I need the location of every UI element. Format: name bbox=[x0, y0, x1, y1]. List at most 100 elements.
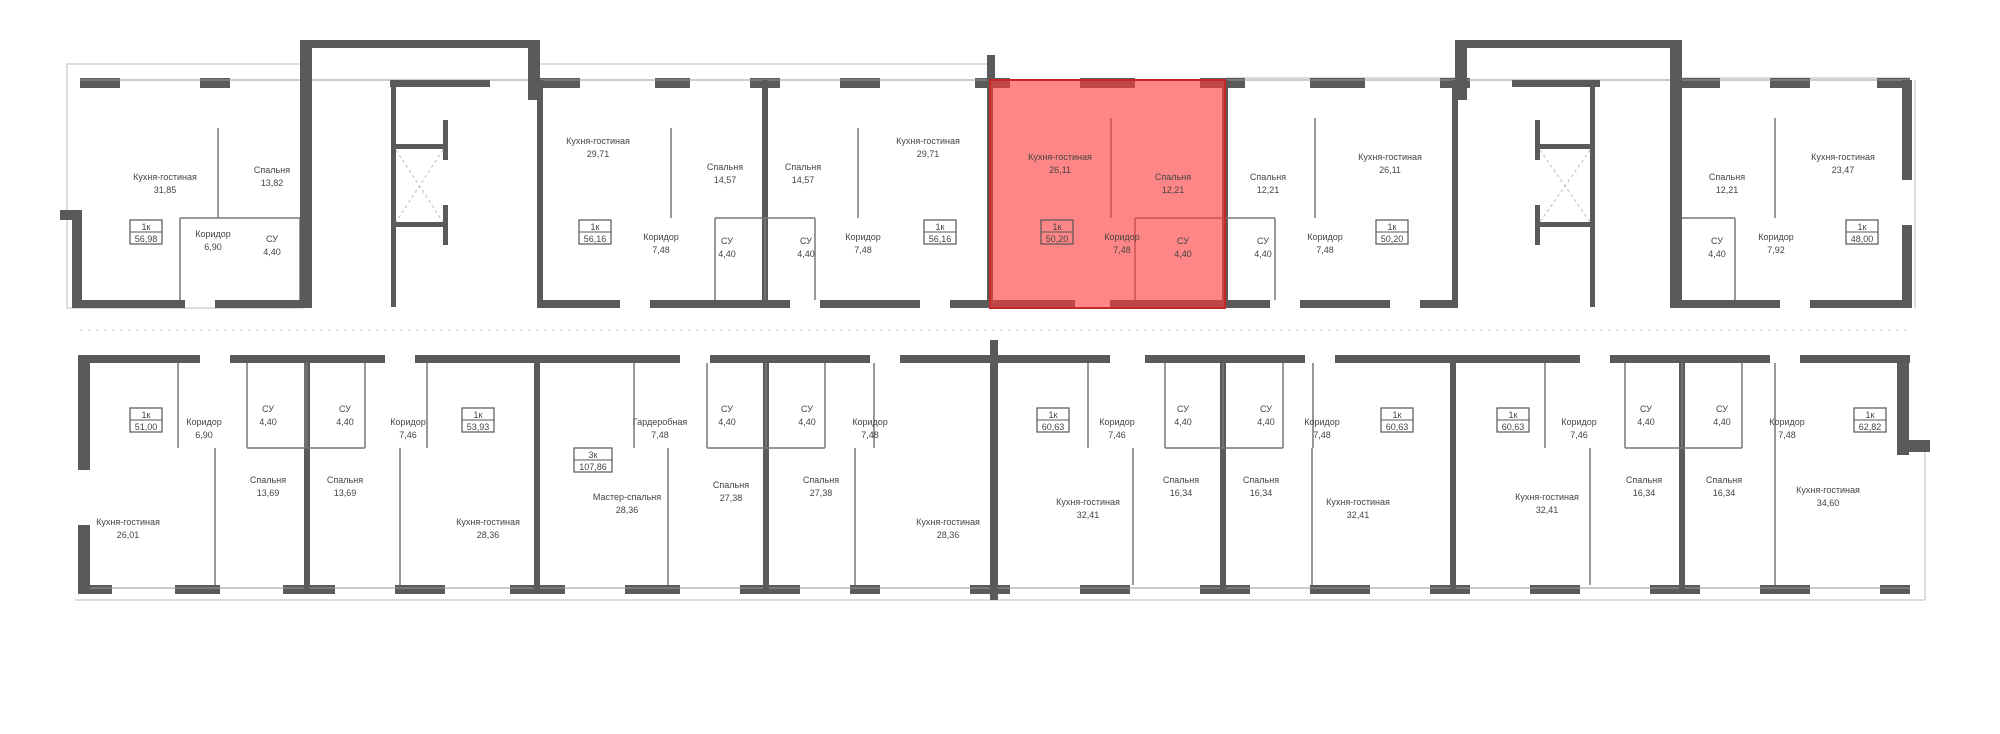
room-area: 7,92 bbox=[1767, 245, 1785, 255]
apartment-area: 60,63 bbox=[1502, 422, 1525, 432]
room-area: 16,34 bbox=[1250, 488, 1273, 498]
room-name: Кухня-гостиная bbox=[1515, 492, 1579, 502]
room-area: 4,40 bbox=[1713, 417, 1731, 427]
room-area: 13,82 bbox=[261, 178, 284, 188]
apartment-bottom-row-1[interactable]: 1к53,93СУ4,40Спальня13,69Коридор7,46Кухн… bbox=[327, 404, 520, 540]
apartment-top-row-3[interactable]: 1к50,20Кухня-гостиная26,11Спальня12,21Ко… bbox=[1028, 152, 1192, 259]
room-label: Коридор 7,48 bbox=[1304, 417, 1340, 440]
room-name: Кухня-гостиная bbox=[1056, 497, 1120, 507]
room-area: 4,40 bbox=[1257, 417, 1275, 427]
room-area: 28,36 bbox=[616, 505, 639, 515]
room-area: 4,40 bbox=[336, 417, 354, 427]
room-name: Кухня-гостиная bbox=[456, 517, 520, 527]
room-name: СУ bbox=[721, 236, 733, 246]
room-label: СУ 4,40 bbox=[798, 404, 816, 427]
room-name: Спальня bbox=[250, 475, 286, 485]
room-name: СУ bbox=[801, 404, 813, 414]
room-name: Коридор bbox=[1769, 417, 1805, 427]
room-label: СУ4,40 bbox=[797, 236, 815, 259]
room-area: 16,34 bbox=[1633, 488, 1656, 498]
room-area: 4,40 bbox=[798, 417, 816, 427]
apartment-top-row-4[interactable]: 1к50,20Спальня12,21СУ4,40Коридор7,48Кухн… bbox=[1250, 152, 1422, 259]
room-name: СУ bbox=[1257, 236, 1269, 246]
apartment-type: 1к bbox=[1053, 222, 1062, 232]
room-area: 29,71 bbox=[917, 149, 940, 159]
apartment-bottom-row-3[interactable]: 1к60,63Кухня-гостиная32,41Коридор7,46СУ4… bbox=[1036, 404, 1199, 520]
room-area: 7,48 bbox=[1313, 430, 1331, 440]
room-name: Кухня-гостиная bbox=[133, 172, 197, 182]
room-label: СУ4,40 bbox=[1257, 404, 1275, 427]
room-area: 32,41 bbox=[1536, 505, 1559, 515]
room-name: Спальня bbox=[1155, 172, 1191, 182]
apartment-bottom-row-6[interactable]: 1к62,82СУ4,40Спальня16,34Коридор7,48Кухн… bbox=[1706, 404, 1887, 508]
room-area: 4,40 bbox=[718, 249, 736, 259]
room-area: 7,46 bbox=[1108, 430, 1126, 440]
room-name: Кухня-гостиная bbox=[1358, 152, 1422, 162]
apartment-top-row-5[interactable]: 1к48,00Спальня12,21СУ4,40Коридор7,92Кухн… bbox=[1708, 152, 1879, 259]
apartment-type: 1к bbox=[1393, 410, 1402, 420]
room-name: СУ bbox=[1177, 236, 1189, 246]
apartment-type: 1к bbox=[474, 410, 483, 420]
room-name: СУ bbox=[721, 404, 733, 414]
room-name: Коридор bbox=[845, 232, 881, 242]
room-area: 27,38 bbox=[810, 488, 833, 498]
room-area: 6,90 bbox=[195, 430, 213, 440]
room-name: Спальня bbox=[1243, 475, 1279, 485]
room-label: Спальня 12,21 bbox=[1155, 172, 1191, 195]
apartment-type: 1к bbox=[142, 222, 151, 232]
apartment-type: 1к bbox=[591, 222, 600, 232]
room-name: Спальня bbox=[327, 475, 363, 485]
apartment-bottom-row-5[interactable]: 1к60,63Кухня-гостиная32,41Коридор7,46СУ4… bbox=[1496, 404, 1662, 515]
apartment-bottom-row-4[interactable]: 1к60,63СУ4,40Спальня16,34Коридор7,48Кухн… bbox=[1243, 404, 1414, 520]
room-area: 16,34 bbox=[1170, 488, 1193, 498]
room-name: СУ bbox=[800, 236, 812, 246]
apartment-top-row-2[interactable]: 1к56,16Спальня14,57СУ4,40Коридор7,48Кухн… bbox=[785, 136, 960, 259]
apartment-top-row-0[interactable]: 1к56,98Кухня-гостиная31,85Спальня13,82Ко… bbox=[129, 165, 290, 257]
room-label: СУ4,40 bbox=[336, 404, 354, 427]
room-area: 13,69 bbox=[257, 488, 280, 498]
room-area: 14,57 bbox=[792, 175, 815, 185]
room-label: Кухня-гостиная 32,41 bbox=[1515, 492, 1579, 515]
room-area: 12,21 bbox=[1162, 185, 1185, 195]
room-label: СУ4,40 bbox=[263, 234, 281, 257]
room-name: Кухня-гостиная bbox=[96, 517, 160, 527]
room-label: СУ4,40 bbox=[1174, 236, 1192, 259]
room-name: Коридор bbox=[1304, 417, 1340, 427]
room-name: СУ bbox=[262, 404, 274, 414]
room-name: Коридор bbox=[1104, 232, 1140, 242]
room-label: СУ4,40 bbox=[1708, 236, 1726, 259]
room-name: СУ bbox=[1177, 404, 1189, 414]
room-name: Коридор bbox=[1758, 232, 1794, 242]
apartment-area: 56,16 bbox=[584, 234, 607, 244]
room-label: СУ4,40 bbox=[1254, 236, 1272, 259]
room-area: 34,60 bbox=[1817, 498, 1840, 508]
apartment-area: 51,00 bbox=[135, 422, 158, 432]
room-name: Кухня-гостиная bbox=[1326, 497, 1390, 507]
room-area: 23,47 bbox=[1832, 165, 1855, 175]
apartment-top-row-1[interactable]: 1к56,16Кухня-гостиная29,71Спальня14,57Ко… bbox=[566, 136, 743, 259]
room-area: 4,40 bbox=[1174, 417, 1192, 427]
room-area: 29,71 bbox=[587, 149, 610, 159]
room-name: Кухня-гостиная bbox=[916, 517, 980, 527]
highlighted-apartment[interactable] bbox=[989, 79, 1226, 309]
apartment-bottom-row-2[interactable]: 3к107,86Мастер-спальня28,36Гардеробная7,… bbox=[573, 404, 980, 540]
room-name: СУ bbox=[1711, 236, 1723, 246]
room-area: 7,48 bbox=[652, 245, 670, 255]
room-label: Спальня 13,69 bbox=[250, 475, 286, 498]
room-name: Коридор bbox=[643, 232, 679, 242]
